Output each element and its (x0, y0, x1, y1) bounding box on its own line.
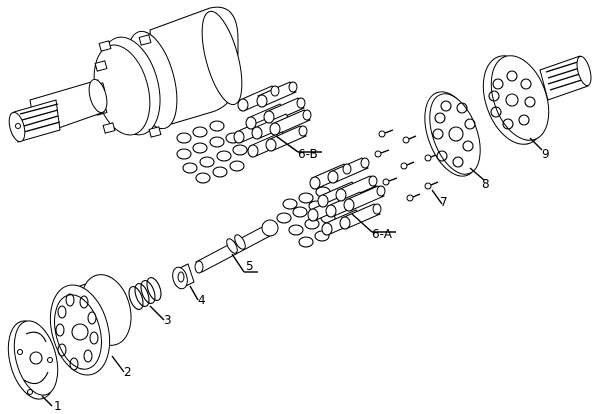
screw (382, 177, 398, 186)
part-1-valve-plate: 1 (7, 320, 62, 413)
screw (374, 149, 390, 158)
piston-set-6b: 6-B (176, 81, 322, 184)
screw (424, 181, 439, 190)
piston-set-6a: 6-A (276, 157, 396, 248)
drive-shaft-housing-assembly (8, 6, 243, 143)
label-2: 2 (124, 365, 132, 379)
screw (402, 135, 417, 144)
label-6b: 6-B (298, 147, 318, 161)
part-7-screws: 7 (374, 129, 448, 209)
screw (406, 193, 421, 202)
part-2-cylinder-block: 2 (49, 274, 132, 379)
part-9-output-shaft: 9 (482, 55, 592, 161)
part-3-spring: 3 (128, 276, 172, 327)
pistons-6a (307, 157, 386, 236)
label-8: 8 (482, 177, 490, 191)
label-4: 4 (198, 293, 206, 307)
pistons-6b (233, 81, 312, 158)
screw (400, 161, 415, 170)
label-6a: 6-A (372, 227, 393, 241)
screw (378, 129, 394, 138)
part-5-center-pin: 5 (194, 219, 279, 274)
label-5: 5 (246, 259, 254, 273)
label-7: 7 (440, 195, 448, 209)
label-3: 3 (164, 313, 172, 327)
piston-shoe-rings-6b (176, 120, 248, 184)
part-4-collar: 4 (172, 263, 206, 307)
label-9: 9 (542, 147, 550, 161)
label-1: 1 (54, 399, 62, 413)
part-8-retainer-plate: 8 (424, 91, 490, 191)
